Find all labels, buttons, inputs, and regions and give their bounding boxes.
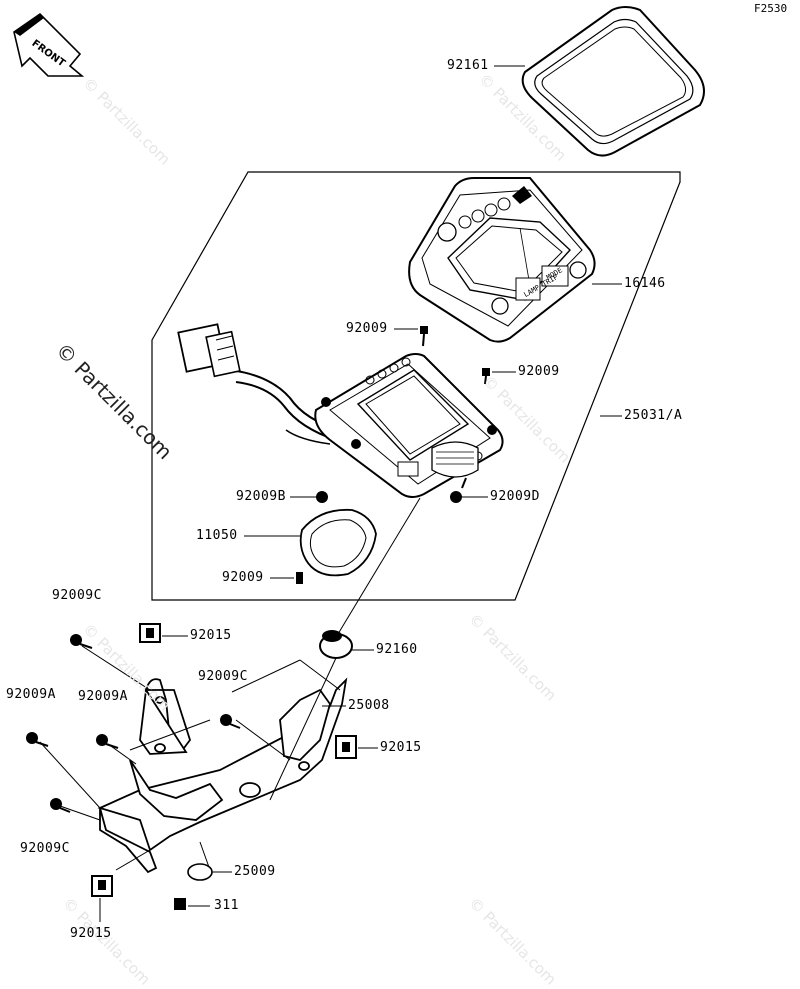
screw-92009C-top bbox=[70, 634, 93, 649]
callout-92009-low: 92009 bbox=[222, 570, 264, 585]
screw-92009-right bbox=[482, 368, 490, 385]
clip-92015-mid bbox=[335, 735, 357, 759]
callout-92009B: 92009B bbox=[236, 489, 286, 504]
callout-16146: 16146 bbox=[624, 276, 666, 291]
screw-92009C-bot bbox=[50, 798, 71, 813]
callout-92009A-left: 92009A bbox=[6, 687, 56, 702]
callout-92161: 92161 bbox=[447, 58, 489, 73]
screw-92009A-left bbox=[26, 732, 49, 747]
grommet-25009 bbox=[187, 863, 213, 881]
diagram-drawing bbox=[13, 6, 705, 922]
meter-cover-16146 bbox=[408, 177, 596, 343]
grommet-92160 bbox=[319, 630, 353, 659]
parts-diagram: FRONT F2530 LAMP TRIP MODE © Partzilla.c… bbox=[6, 2, 788, 989]
nut-311 bbox=[174, 898, 186, 910]
callout-92015-top: 92015 bbox=[190, 628, 232, 643]
callout-92009C-top: 92009C bbox=[52, 588, 102, 603]
clip-92015-top bbox=[139, 623, 161, 643]
figure-code: F2530 bbox=[754, 2, 788, 15]
callout-92009A-mid: 92009A bbox=[78, 689, 128, 704]
callout-92009-top: 92009 bbox=[346, 321, 388, 336]
screw-92009-low bbox=[296, 572, 303, 584]
callout-25008: 25008 bbox=[348, 698, 390, 713]
screw-92009D bbox=[450, 477, 467, 503]
leader-lines bbox=[39, 645, 341, 871]
screw-92009B bbox=[316, 491, 328, 503]
callout-92009C-bot: 92009C bbox=[20, 841, 70, 856]
ring-11050 bbox=[299, 508, 377, 577]
meter-body bbox=[314, 353, 504, 498]
callout-25031A: 25031/A bbox=[624, 408, 683, 423]
wire-harness bbox=[177, 323, 341, 445]
clip-92015-bot bbox=[91, 875, 113, 897]
callout-25009: 25009 bbox=[234, 864, 276, 879]
callout-311: 311 bbox=[214, 898, 239, 913]
assembly-boundary-25031A bbox=[151, 171, 681, 601]
screw-92009-top bbox=[420, 326, 428, 347]
screw-92009A-mid bbox=[96, 734, 119, 749]
screw-92009C-mid bbox=[220, 714, 241, 729]
front-arrow-icon bbox=[13, 12, 85, 77]
callout-11050: 11050 bbox=[196, 528, 238, 543]
gasket-92161 bbox=[521, 6, 705, 157]
callout-92009C-mid: 92009C bbox=[198, 669, 248, 684]
callout-92009-right: 92009 bbox=[518, 364, 560, 379]
callout-92015-bot: 92015 bbox=[70, 926, 112, 941]
callout-92009D: 92009D bbox=[490, 489, 540, 504]
bracket-25008 bbox=[97, 677, 348, 874]
callout-92160: 92160 bbox=[376, 642, 418, 657]
callout-92015-mid: 92015 bbox=[380, 740, 422, 755]
